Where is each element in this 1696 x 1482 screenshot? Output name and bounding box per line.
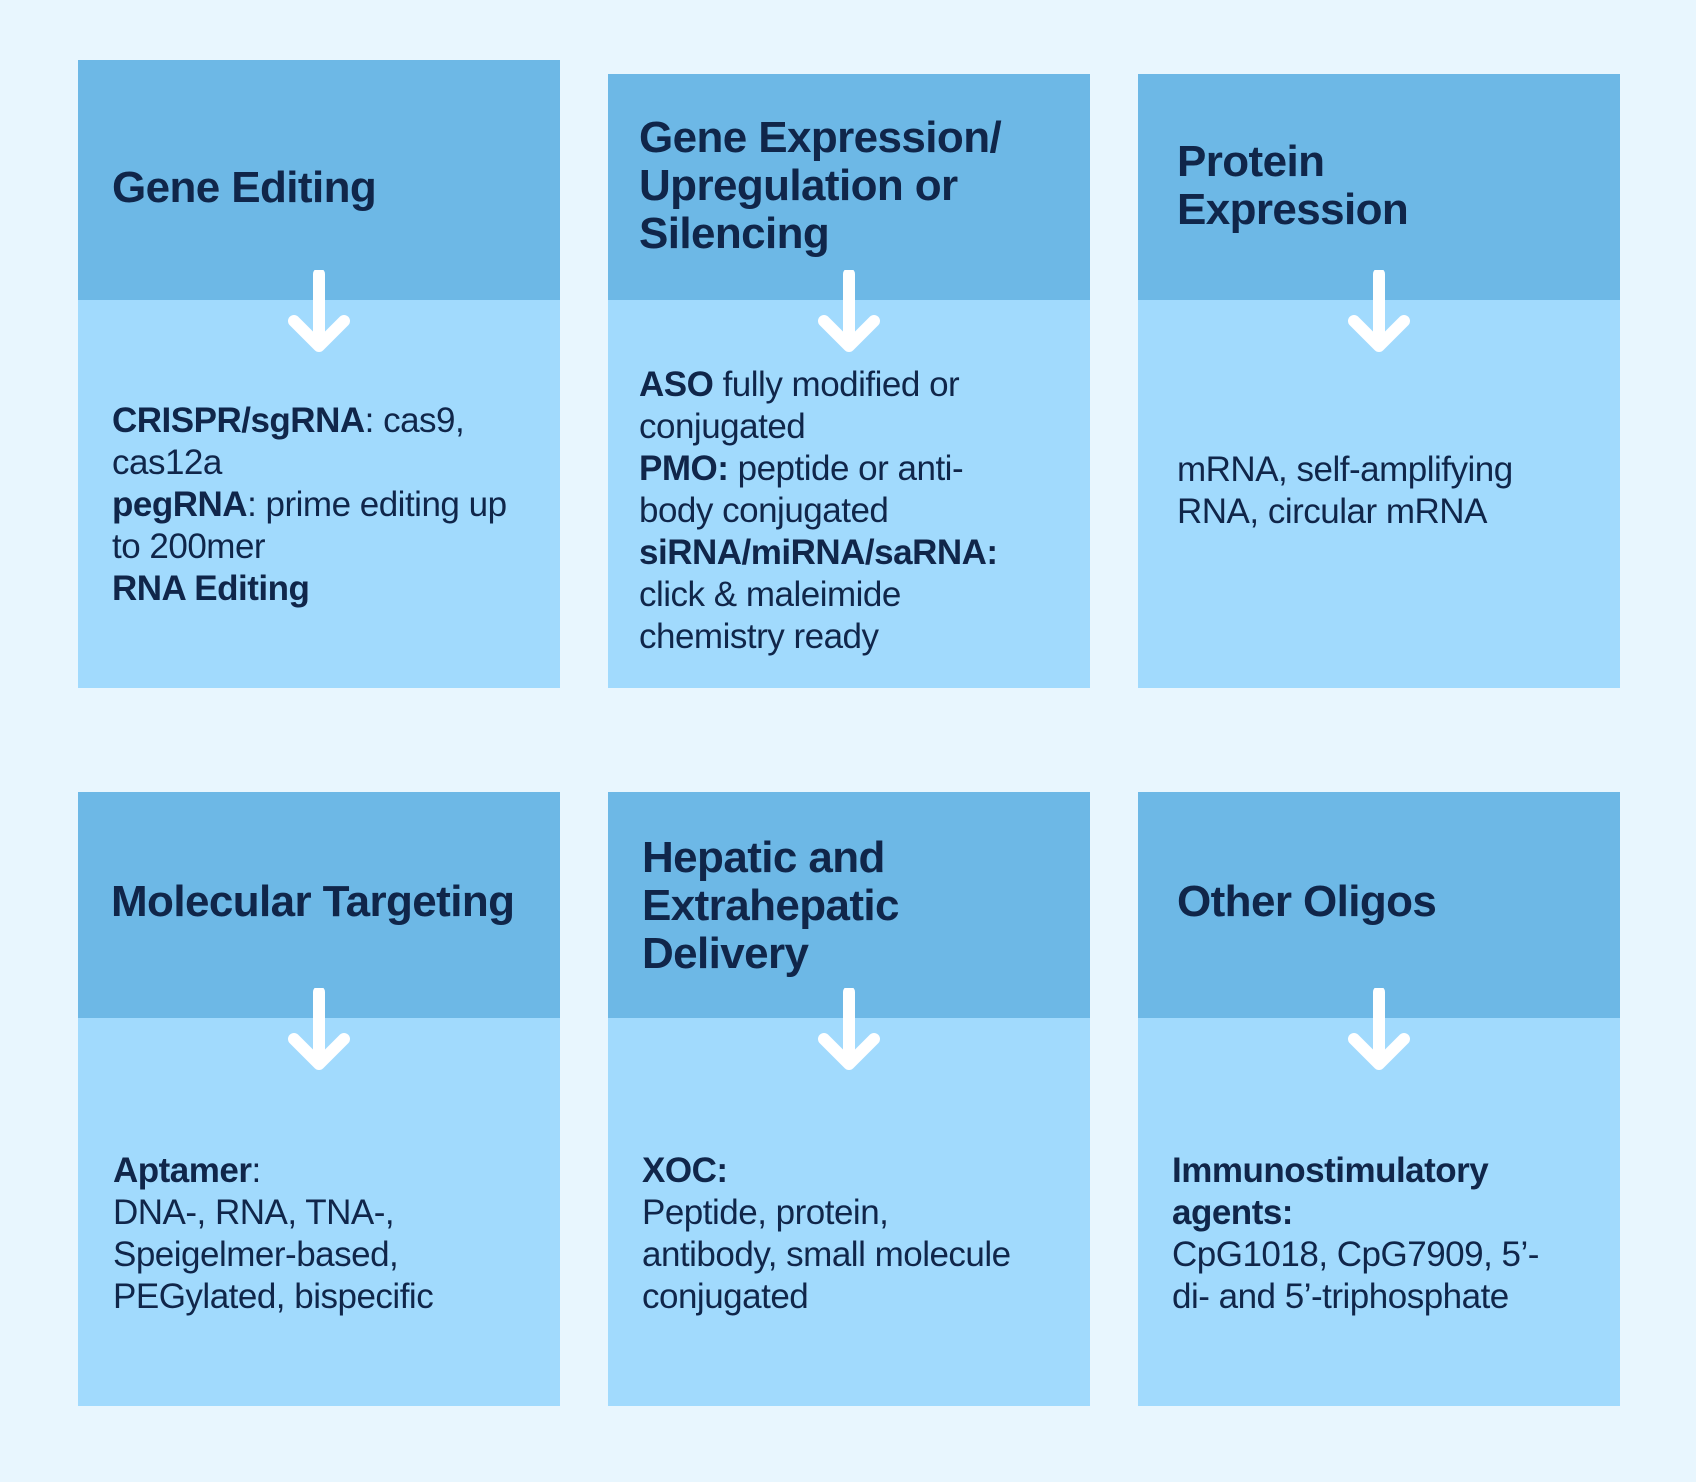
card-body: Immunostimulatory agents: CpG1018, CpG79… — [1172, 1150, 1592, 1318]
card-title: Protein Expression — [1177, 137, 1409, 234]
body-line: XOC: — [642, 1150, 1062, 1192]
body-line: conjugated — [642, 1276, 1062, 1318]
body-line: Speigelmer-based, — [113, 1234, 533, 1276]
card-title: Hepatic and Extrahepatic Delivery — [642, 833, 900, 978]
card-body: Aptamer: DNA-, RNA, TNA-, Speigelmer-bas… — [113, 1150, 533, 1318]
body-line-bold: XOC: — [642, 1151, 728, 1190]
body-line-bold: ASO — [639, 365, 714, 404]
body-line-text: body conjugated — [639, 491, 889, 530]
body-line-text: Peptide, protein, — [642, 1193, 889, 1232]
body-line-text: antibody, small molecule — [642, 1235, 1011, 1274]
body-line-bold: RNA Editing — [112, 569, 310, 608]
card-body: mRNA, self-amplifying RNA, circular mRNA — [1177, 449, 1597, 533]
body-line-text: : prime editing up — [247, 485, 507, 524]
card-header: Hepatic and Extrahepatic Delivery — [608, 792, 1090, 1018]
arrow-down-icon — [1348, 988, 1410, 1070]
body-line-text: to 200mer — [112, 527, 266, 566]
body-line: PEGylated, bispecific — [113, 1276, 533, 1318]
card-gene-editing: Gene Editing CRISPR/sgRNA: cas9, cas12a … — [78, 60, 560, 688]
body-line: agents: — [1172, 1192, 1592, 1234]
body-line-text: conjugated — [639, 407, 806, 446]
body-line-text: DNA-, RNA, TNA-, — [113, 1193, 395, 1232]
body-line-text: : cas9, — [364, 401, 465, 440]
card-header: Gene Editing — [78, 60, 560, 300]
arrow-down-icon — [288, 270, 350, 352]
body-line: Peptide, protein, — [642, 1192, 1062, 1234]
body-line-bold: Aptamer — [113, 1151, 252, 1190]
body-line: PMO: peptide or anti- — [639, 448, 1059, 490]
body-line-bold: siRNA/miRNA/saRNA: — [639, 533, 998, 572]
body-line: di- and 5’-triphosphate — [1172, 1276, 1592, 1318]
card-protein-expression: Protein Expression mRNA, self-amplifying… — [1138, 74, 1620, 688]
body-line: mRNA, self-amplifying — [1177, 449, 1597, 491]
card-body: CRISPR/sgRNA: cas9, cas12a pegRNA: prime… — [112, 400, 532, 610]
arrow-down-icon — [818, 270, 880, 352]
body-line-bold: Immunostimulatory — [1172, 1151, 1489, 1190]
body-line-text: PEGylated, bispecific — [113, 1277, 434, 1316]
body-line-text: conjugated — [642, 1277, 809, 1316]
card-molecular-targeting: Molecular Targeting Aptamer: DNA-, RNA, … — [78, 792, 560, 1406]
card-hepatic-delivery: Hepatic and Extrahepatic Delivery XOC: P… — [608, 792, 1090, 1406]
body-line: ASO fully modified or — [639, 364, 1059, 406]
body-line-bold: CRISPR/sgRNA — [112, 401, 365, 440]
card-title: Molecular Targeting — [111, 877, 515, 926]
body-line: body conjugated — [639, 490, 1059, 532]
card-title: Gene Editing — [112, 163, 377, 212]
body-line: RNA Editing — [112, 568, 532, 610]
card-body: XOC: Peptide, protein, antibody, small m… — [642, 1150, 1062, 1318]
card-header: Protein Expression — [1138, 74, 1620, 300]
body-line: CRISPR/sgRNA: cas9, — [112, 400, 532, 442]
card-header: Gene Expression/ Upregulation or Silenci… — [608, 74, 1090, 300]
card-header: Other Oligos — [1138, 792, 1620, 1018]
body-line: conjugated — [639, 406, 1059, 448]
body-line-bold: pegRNA — [112, 485, 248, 524]
arrow-down-icon — [818, 988, 880, 1070]
body-line-text: chemistry ready — [639, 617, 879, 656]
body-line-text: fully modified or — [713, 365, 960, 404]
body-line: Aptamer: — [113, 1150, 533, 1192]
body-line-text: mRNA, self-amplifying — [1177, 450, 1513, 489]
body-line: chemistry ready — [639, 616, 1059, 658]
body-line-text: CpG1018, CpG7909, 5’- — [1172, 1235, 1539, 1274]
body-line-text: RNA, circular mRNA — [1177, 492, 1487, 531]
body-line: siRNA/miRNA/saRNA: — [639, 532, 1059, 574]
body-line-bold: PMO: — [639, 449, 729, 488]
card-other-oligos: Other Oligos Immunostimulatory agents: C… — [1138, 792, 1620, 1406]
arrow-down-icon — [288, 988, 350, 1070]
card-title: Other Oligos — [1177, 877, 1437, 926]
body-line: RNA, circular mRNA — [1177, 491, 1597, 533]
body-line: to 200mer — [112, 526, 532, 568]
arrow-down-icon — [1348, 270, 1410, 352]
body-line-text: click & maleimide — [639, 575, 901, 614]
body-line: antibody, small molecule — [642, 1234, 1062, 1276]
body-line: CpG1018, CpG7909, 5’- — [1172, 1234, 1592, 1276]
card-body: ASO fully modified or conjugated PMO: pe… — [639, 364, 1059, 658]
card-header: Molecular Targeting — [78, 792, 560, 1018]
card-gene-expression: Gene Expression/ Upregulation or Silenci… — [608, 74, 1090, 688]
body-line-bold: agents: — [1172, 1193, 1293, 1232]
body-line-text: Speigelmer-based, — [113, 1235, 399, 1274]
card-title: Gene Expression/ Upregulation or Silenci… — [639, 113, 1002, 258]
body-line: pegRNA: prime editing up — [112, 484, 532, 526]
body-line-text: : — [251, 1151, 261, 1190]
body-line-text: di- and 5’-triphosphate — [1172, 1277, 1509, 1316]
body-line: DNA-, RNA, TNA-, — [113, 1192, 533, 1234]
body-line-text: peptide or anti- — [728, 449, 964, 488]
body-line: cas12a — [112, 442, 532, 484]
body-line: Immunostimulatory — [1172, 1150, 1592, 1192]
body-line-text: cas12a — [112, 443, 222, 482]
body-line: click & maleimide — [639, 574, 1059, 616]
